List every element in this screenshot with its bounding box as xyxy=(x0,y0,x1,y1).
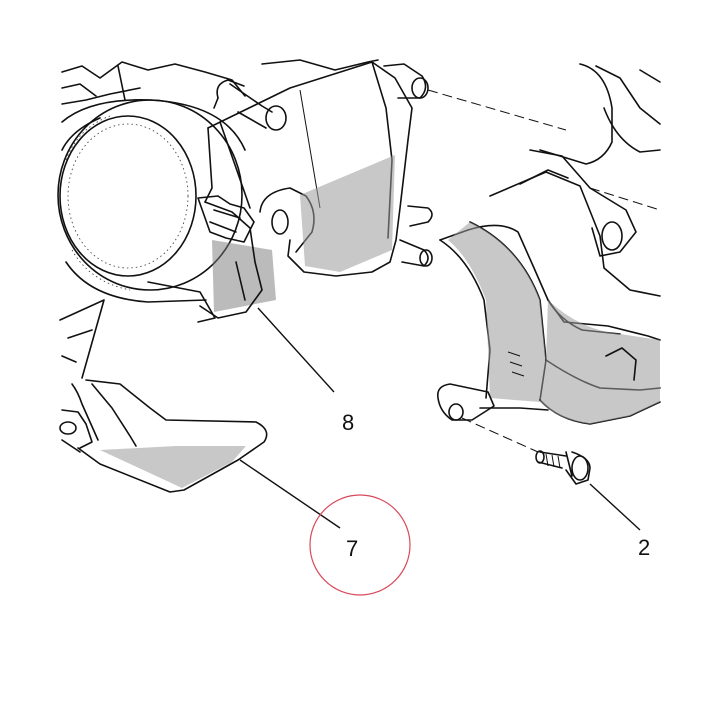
alignment-line-lower xyxy=(589,187,661,211)
alignment-line-upper xyxy=(427,89,567,131)
upper-stud xyxy=(383,63,429,99)
callout-number-8: 8 xyxy=(342,410,354,435)
actuator-bracket-part-8 xyxy=(197,61,433,319)
engine-block-background xyxy=(61,59,379,105)
callout-number-7: 7 xyxy=(346,536,358,561)
manifold-bracket-right xyxy=(436,63,661,425)
bolt-insertion-line xyxy=(461,417,539,453)
flange-bolt-part-2 xyxy=(535,450,591,485)
highlight-circle xyxy=(309,494,411,596)
callout-number-2: 2 xyxy=(638,535,650,560)
leader-line-8 xyxy=(257,307,335,393)
leader-line-2 xyxy=(589,483,641,531)
turbo-housing xyxy=(57,99,246,323)
leader-line-7 xyxy=(239,459,341,529)
heat-shield-part-7 xyxy=(59,299,268,493)
